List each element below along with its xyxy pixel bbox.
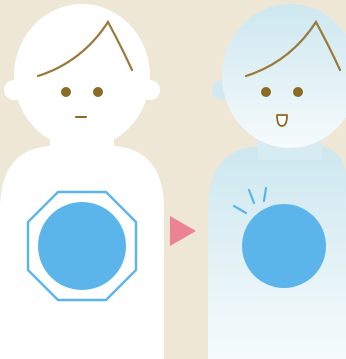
after-left-eye	[261, 87, 271, 97]
before-chest-circle	[38, 202, 126, 290]
before-right-eye	[93, 87, 103, 97]
after-right-eye	[293, 87, 303, 97]
after-figure	[208, 4, 346, 359]
before-left-eye	[61, 87, 71, 97]
before-figure	[0, 4, 164, 359]
after-chest-circle	[242, 204, 326, 288]
after-smile-mouth	[277, 115, 287, 126]
before-figure-head	[14, 4, 150, 148]
